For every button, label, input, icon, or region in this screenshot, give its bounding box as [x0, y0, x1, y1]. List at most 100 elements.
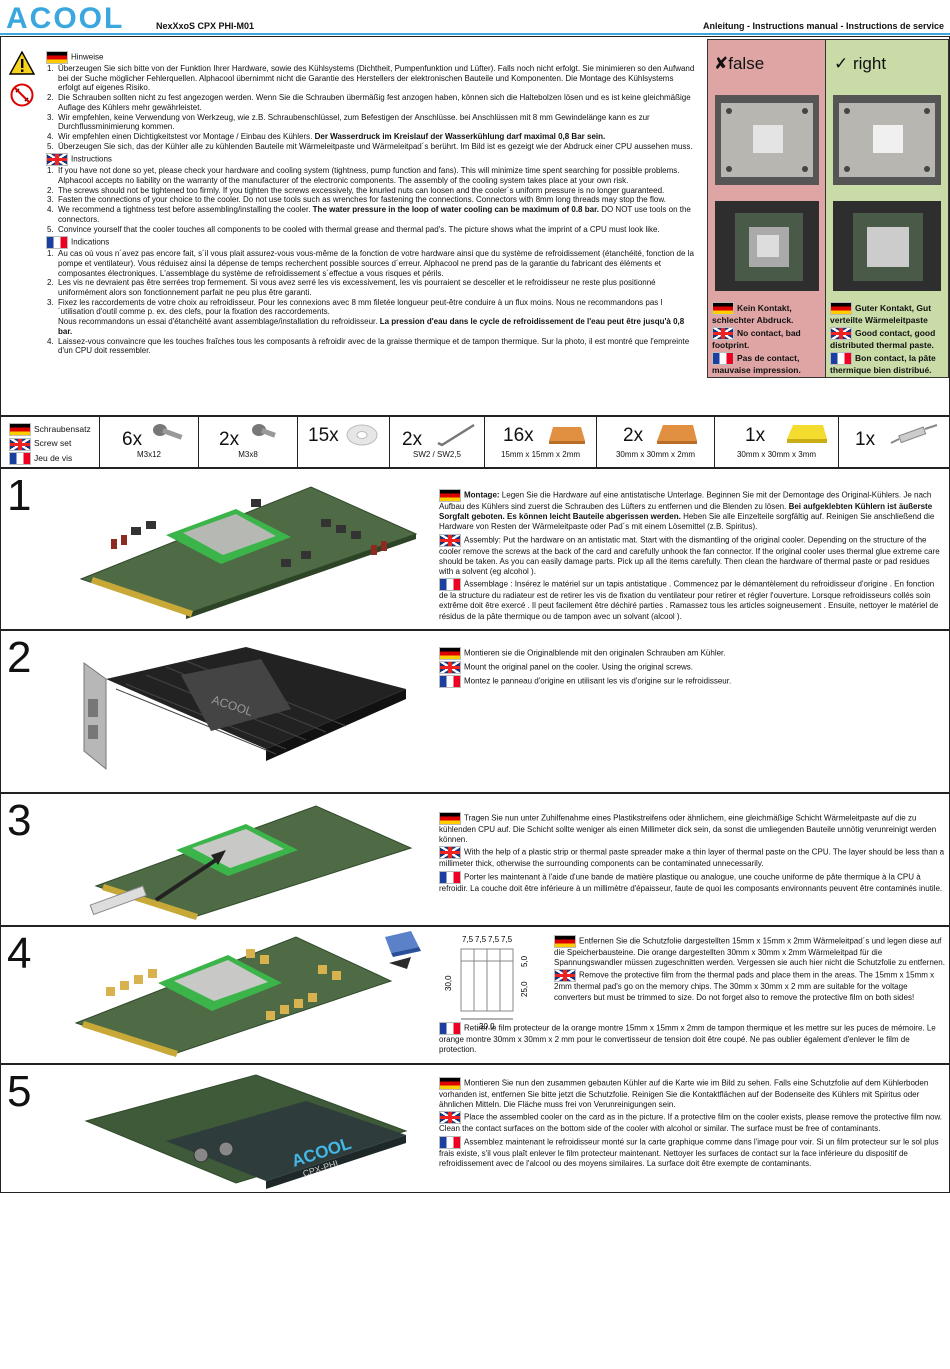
check-icon: ✓ [834, 54, 849, 73]
fr-note-3b: Nous recommandons un essai d'étanchéité … [58, 317, 378, 327]
german-flag-icon [554, 935, 576, 948]
en-note-1: If you have not done so yet, please chec… [58, 166, 680, 186]
manual-title: Anleitung - Instructions manual - Instru… [702, 21, 944, 31]
part-hex-keys: 2x SW2 / SW2,5 [390, 417, 485, 467]
part-pad-30mm-2: 2x 30mm x 30mm x 2mm [597, 417, 715, 467]
hex-key-icon [437, 423, 475, 447]
step-4-text-a: Entfernen Sie die Schutzfolie dargestell… [554, 935, 945, 1002]
fr-note-3-bold: La pression d'eau dans le cycle de refro… [58, 317, 685, 336]
thermal-paste-illustration [89, 805, 413, 920]
german-flag-icon [439, 489, 461, 502]
uk-flag-icon [9, 437, 31, 451]
fr-note-3: Fixez les raccordements de votre choix a… [58, 297, 663, 317]
en-note-4: We recommend a tightness test before ass… [58, 205, 311, 215]
thermal-pad-icon [549, 427, 585, 444]
de-note-5: Überzeugen Sie sich, das der Kühler alle… [58, 141, 693, 151]
svg-text:30,0: 30,0 [444, 975, 453, 991]
cross-icon: ✘ [714, 54, 729, 73]
fr-note-1: Au cas où vous n´avez pas encore fait, s… [58, 249, 694, 278]
header-rule [0, 33, 950, 35]
french-flag-icon [439, 1135, 461, 1149]
part-pad-30mm-3: 1x 30mm x 30mm x 3mm [715, 417, 839, 467]
uk-flag-icon [830, 327, 852, 340]
part-m3x8: 2x M3x8 [199, 417, 298, 467]
false-cpu-photo [715, 201, 819, 291]
french-flag-icon [830, 352, 852, 365]
de-note-1: Überzeugen Sie sich bitte von der Funkti… [58, 64, 695, 93]
en-note-4-bold: The water pressure in the loop of water … [312, 205, 599, 215]
en-note-5: Convince yourself that the cooler touche… [58, 224, 660, 234]
french-flag-icon [712, 352, 734, 365]
de-note-4-bold: Der Wasserdruck im Kreislauf der Wasserk… [314, 131, 606, 141]
step-1: 1 Montage: Legen Sie die Hardware auf ei… [0, 468, 950, 630]
step-number: 4 [7, 929, 32, 978]
french-flag-icon [439, 1022, 461, 1035]
screw-icon [153, 424, 183, 440]
step-1-text: Montage: Legen Sie die Hardware auf eine… [439, 489, 940, 621]
notes-text: Hinweise 1.Überzeugen Sie sich bitte von… [46, 51, 695, 356]
uk-flag-icon [46, 153, 68, 167]
french-flag-icon [439, 578, 461, 592]
comparison-false-panel: ✘false Kein Kontakt, schlechter Abdruck.… [708, 40, 826, 377]
svg-text:5,0: 5,0 [520, 955, 529, 967]
german-flag-icon [46, 51, 68, 64]
part-washers: 15x [298, 417, 390, 467]
de-heading: Hinweise [71, 52, 104, 62]
warning-icon [9, 51, 35, 75]
german-flag-icon [439, 1077, 461, 1090]
svg-text:30,0: 30,0 [479, 1022, 495, 1031]
right-cooler-photo [833, 95, 941, 185]
false-heading: ✘false [714, 54, 765, 73]
french-flag-icon [46, 236, 68, 250]
svg-text:7,5: 7,5 [488, 935, 500, 944]
screw-icon [252, 424, 276, 438]
step-5: 5 ACOOL CPX-PHI Montieren Sie nun den zu… [0, 1064, 950, 1193]
syringe-icon [890, 424, 938, 444]
part-paste-syringe: 1x [839, 417, 949, 467]
right-cpu-photo [833, 201, 941, 291]
french-flag-icon [9, 451, 31, 465]
thermal-pad-icon [657, 425, 697, 444]
uk-flag-icon [554, 969, 576, 983]
screw-set-row: Schraubensatz Screw set Jeu de vis 6x M3… [0, 416, 950, 468]
right-captions: Guter Kontakt, Gut verteilte Wärmeleitpa… [830, 302, 936, 375]
step-number: 1 [7, 471, 32, 520]
step-2: 2 ACOOL Montieren sie die Originalblende… [0, 630, 950, 793]
en-heading: Instructions [71, 154, 112, 164]
step-number: 3 [7, 796, 32, 845]
svg-text:7,5: 7,5 [462, 935, 474, 944]
fr-note-4: Laissez-vous convaincre que les touches … [58, 336, 690, 356]
thermal-pads-board-illustration [74, 936, 393, 1057]
french-flag-icon [439, 675, 461, 688]
false-captions: Kein Kontakt, schlechter Abdruck. No con… [712, 302, 801, 375]
part-pad-15mm: 16x 15mm x 15mm x 2mm [485, 417, 597, 467]
peel-film-icon [385, 931, 421, 969]
uk-flag-icon [439, 1111, 461, 1125]
fr-note-2: Les vis ne devraient pas être serrées tr… [58, 278, 656, 298]
uk-flag-icon [439, 533, 461, 547]
uk-flag-icon [439, 661, 461, 674]
contact-comparison: ✘false Kein Kontakt, schlechter Abdruck.… [707, 39, 949, 378]
notes-section: Hinweise 1.Überzeugen Sie sich bitte von… [0, 36, 950, 416]
assembled-card-illustration: ACOOL CPX-PHI [84, 1074, 408, 1189]
uk-flag-icon [439, 846, 461, 860]
washer-icon [346, 424, 378, 446]
step-number: 2 [7, 633, 32, 682]
false-cooler-photo [715, 95, 819, 185]
comparison-right-panel: ✓ right Guter Kontakt, Gut verteilte Wär… [826, 40, 948, 377]
right-heading: ✓ right [834, 54, 887, 73]
step-number: 5 [7, 1067, 32, 1116]
step-3-text: Tragen Sie nun unter Zuhilfenahme eines … [439, 812, 945, 893]
cooler-bracket-illustration: ACOOL [83, 647, 406, 771]
german-flag-icon [712, 302, 734, 315]
step-5-text: Montieren Sie nun den zusammen gebauten … [439, 1077, 943, 1168]
german-flag-icon [439, 647, 461, 660]
gpu-board-illustration [79, 486, 418, 619]
thermal-pad-icon [787, 425, 827, 443]
step-2-text: Montieren sie die Originalblende mit den… [439, 647, 945, 689]
fr-heading: Indications [71, 237, 110, 247]
de-note-2: Die Schrauben sollten nicht zu fest ange… [58, 93, 691, 112]
brand-logo: ACOOL [6, 2, 125, 35]
